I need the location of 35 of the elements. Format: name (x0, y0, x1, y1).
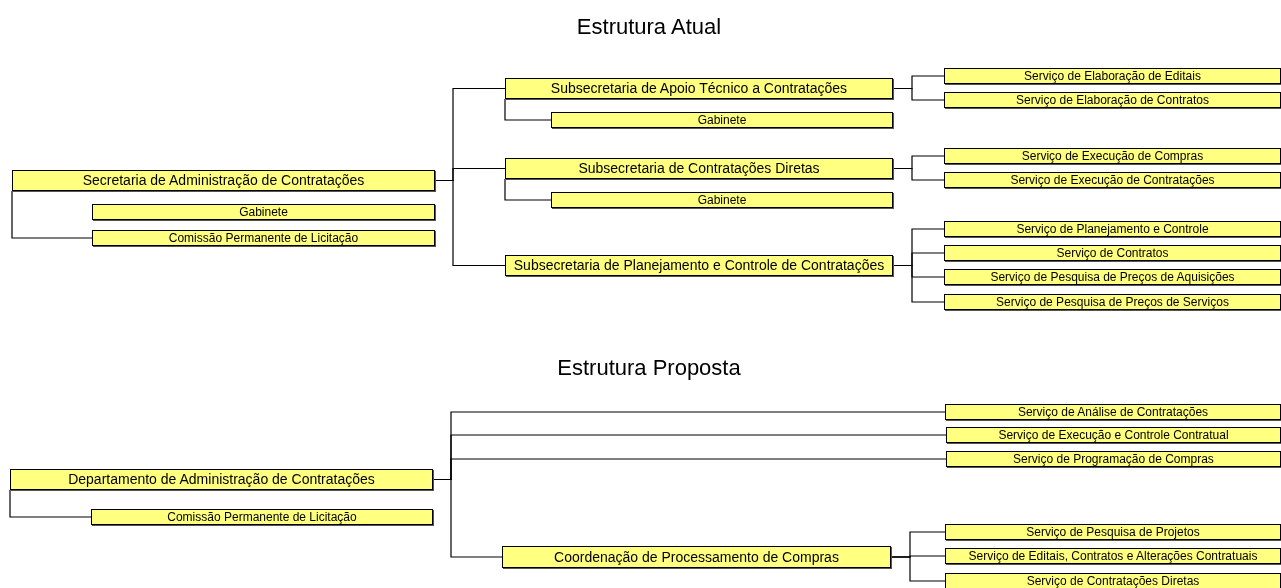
org-unit-box: Serviço de Execução de Compras (944, 148, 1281, 164)
org-unit-box: Serviço de Elaboração de Editais (944, 68, 1281, 84)
org-unit-box: Gabinete (551, 192, 893, 208)
org-unit-box: Comissão Permanente de Licitação (92, 230, 435, 246)
org-unit-box: Subsecretaria de Planejamento e Controle de Contratações (505, 255, 893, 276)
org-unit-box: Serviço de Planejamento e Controle (944, 221, 1281, 237)
org-unit-box: Comissão Permanente de Licitação (91, 509, 433, 525)
org-unit-box: Serviço de Execução de Contratações (944, 172, 1281, 188)
org-unit-box: Serviço de Contratações Diretas (945, 573, 1281, 588)
org-unit-box: Serviço de Programação de Compras (946, 451, 1281, 467)
org-unit-box: Serviço de Execução e Controle Contratual (946, 427, 1281, 443)
org-unit-box: Secretaria de Administração de Contratações (12, 170, 435, 191)
org-unit-box: Serviço de Pesquisa de Preços de Serviços (944, 294, 1281, 310)
org-unit-box: Serviço de Contratos (944, 245, 1281, 261)
org-unit-box: Serviço de Análise de Contratações (945, 404, 1281, 420)
org-unit-box: Serviço de Pesquisa de Projetos (945, 524, 1281, 540)
connector-line (504, 178, 552, 201)
org-unit-box: Serviço de Pesquisa de Preços de Aquisições (944, 269, 1281, 285)
connector-line (892, 264, 945, 303)
section-heading: Estrutura Proposta (557, 355, 741, 381)
connector-line (11, 190, 93, 239)
connector-line (890, 556, 946, 582)
org-unit-box: Subsecretaria de Apoio Técnico a Contratações (505, 78, 893, 99)
org-unit-box: Gabinete (92, 204, 435, 220)
org-unit-box: Departamento de Administração de Contratações (10, 469, 433, 490)
org-unit-box: Gabinete (551, 112, 893, 128)
connector-line (432, 478, 503, 558)
connector-line (504, 98, 552, 121)
org-unit-box: Coordenação de Processamento de Compras (502, 546, 891, 568)
section-heading: Estrutura Atual (576, 14, 722, 40)
org-unit-box: Subsecretaria de Contratações Diretas (505, 158, 893, 179)
org-unit-box: Serviço de Elaboração de Contratos (944, 92, 1281, 108)
connector-line (9, 489, 92, 518)
connector-line (434, 179, 506, 267)
org-unit-box: Serviço de Editais, Contratos e Alterações Contratuais (945, 548, 1281, 564)
